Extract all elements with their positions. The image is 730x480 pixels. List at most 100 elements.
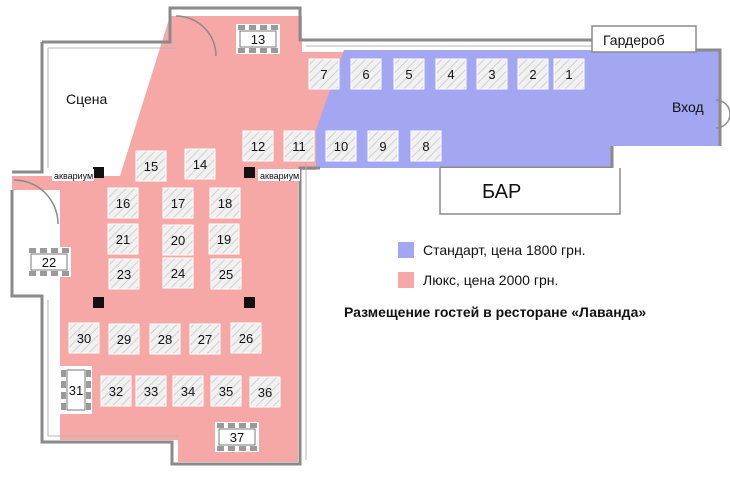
- table-23[interactable]: 23: [108, 258, 140, 290]
- table-number: 28: [158, 332, 172, 347]
- bar-counter: [439, 168, 621, 215]
- table-number: 22: [42, 255, 56, 270]
- table-3[interactable]: 3: [476, 58, 508, 90]
- table-1[interactable]: 1: [553, 58, 585, 90]
- table-number: 15: [144, 159, 158, 174]
- legend-swatch-lux: [398, 272, 414, 288]
- table-9[interactable]: 9: [367, 130, 399, 162]
- aquarium-label-bg-right: [258, 169, 300, 181]
- table-number: 31: [69, 383, 83, 398]
- table-2[interactable]: 2: [517, 58, 549, 90]
- table-12[interactable]: 12: [242, 130, 274, 162]
- table-number: 21: [116, 232, 130, 247]
- table-number: 25: [219, 267, 233, 282]
- entrance-label: Вход: [672, 99, 704, 115]
- table-number: 5: [405, 67, 412, 82]
- table-number: 36: [258, 385, 272, 400]
- table-14[interactable]: 14: [184, 148, 216, 180]
- table-35[interactable]: 35: [210, 375, 242, 407]
- table-20[interactable]: 20: [162, 224, 194, 256]
- table-number: 16: [116, 196, 130, 211]
- table-21[interactable]: 21: [107, 223, 139, 255]
- table-number: 35: [219, 384, 233, 399]
- aquarium-marker-left: [93, 167, 104, 178]
- table-number: 19: [217, 232, 231, 247]
- table-34[interactable]: 34: [172, 375, 204, 407]
- table-5[interactable]: 5: [393, 58, 425, 90]
- table-number: 11: [292, 139, 306, 154]
- table-6[interactable]: 6: [350, 58, 382, 90]
- table-number: 4: [447, 67, 454, 82]
- table-18[interactable]: 18: [209, 187, 241, 219]
- table-22[interactable]: 22: [27, 247, 71, 277]
- table-number: 33: [144, 384, 158, 399]
- table-number: 17: [171, 196, 185, 211]
- table-4[interactable]: 4: [435, 58, 467, 90]
- table-number: 29: [117, 332, 131, 347]
- plan-caption: Размещение гостей в ресторане «Лаванда»: [344, 304, 647, 320]
- table-number: 32: [109, 384, 123, 399]
- table-number: 3: [488, 67, 495, 82]
- table-24[interactable]: 24: [162, 257, 194, 289]
- stage-label: Сцена: [66, 91, 107, 107]
- table-number: 6: [362, 67, 369, 82]
- wardrobe-box: [591, 25, 697, 53]
- table-number: 9: [379, 139, 386, 154]
- door-arc-left: [13, 179, 59, 225]
- table-16[interactable]: 16: [107, 187, 139, 219]
- table-number: 8: [422, 139, 429, 154]
- table-number: 14: [193, 157, 207, 172]
- bar-label: БАР: [482, 181, 521, 203]
- table-30[interactable]: 30: [68, 322, 100, 354]
- table-number: 12: [251, 139, 265, 154]
- aquarium-label-bg-left: [52, 169, 94, 181]
- table-number: 10: [334, 139, 348, 154]
- table-number: 23: [117, 267, 131, 282]
- legend-item-standard: Стандарт, цена 1800 грн.: [398, 238, 586, 262]
- table-31[interactable]: 31: [60, 366, 92, 414]
- table-number: 37: [230, 430, 244, 445]
- table-number: 27: [198, 332, 212, 347]
- column-marker-right: [244, 297, 255, 308]
- table-32[interactable]: 32: [100, 375, 132, 407]
- legend: Стандарт, цена 1800 грн. Люкс, цена 2000…: [398, 238, 586, 298]
- table-19[interactable]: 19: [208, 223, 240, 255]
- table-number: 26: [239, 331, 253, 346]
- door-arc-top: [175, 15, 217, 57]
- table-33[interactable]: 33: [135, 375, 167, 407]
- legend-text-standard: Стандарт, цена 1800 грн.: [423, 242, 586, 258]
- table-15[interactable]: 15: [135, 150, 167, 182]
- aquarium-marker-right: [244, 167, 255, 178]
- table-number: 30: [77, 331, 91, 346]
- table-28[interactable]: 28: [149, 323, 181, 355]
- table-number: 2: [529, 67, 536, 82]
- legend-swatch-standard: [398, 242, 414, 258]
- table-26[interactable]: 26: [230, 322, 262, 354]
- table-number: 13: [251, 32, 265, 47]
- table-37[interactable]: 37: [215, 422, 259, 452]
- aquarium-label-left: аквариум: [54, 171, 93, 181]
- table-13[interactable]: 13: [236, 24, 280, 54]
- aquarium-label-right: аквариум: [260, 171, 299, 181]
- table-25[interactable]: 25: [210, 258, 242, 290]
- table-number: 34: [181, 384, 195, 399]
- wardrobe-label: Гардероб: [603, 32, 665, 48]
- table-27[interactable]: 27: [189, 323, 221, 355]
- table-29[interactable]: 29: [108, 323, 140, 355]
- table-number: 1: [565, 67, 572, 82]
- table-7[interactable]: 7: [308, 58, 340, 90]
- table-number: 24: [171, 266, 185, 281]
- table-11[interactable]: 11: [283, 130, 315, 162]
- legend-text-lux: Люкс, цена 2000 грн.: [423, 272, 559, 288]
- table-10[interactable]: 10: [325, 130, 357, 162]
- table-8[interactable]: 8: [410, 130, 442, 162]
- table-number: 18: [218, 196, 232, 211]
- inner-walls: [47, 45, 600, 460]
- table-17[interactable]: 17: [162, 187, 194, 219]
- table-36[interactable]: 36: [249, 376, 281, 408]
- table-number: 20: [171, 233, 185, 248]
- legend-item-lux: Люкс, цена 2000 грн.: [398, 268, 586, 292]
